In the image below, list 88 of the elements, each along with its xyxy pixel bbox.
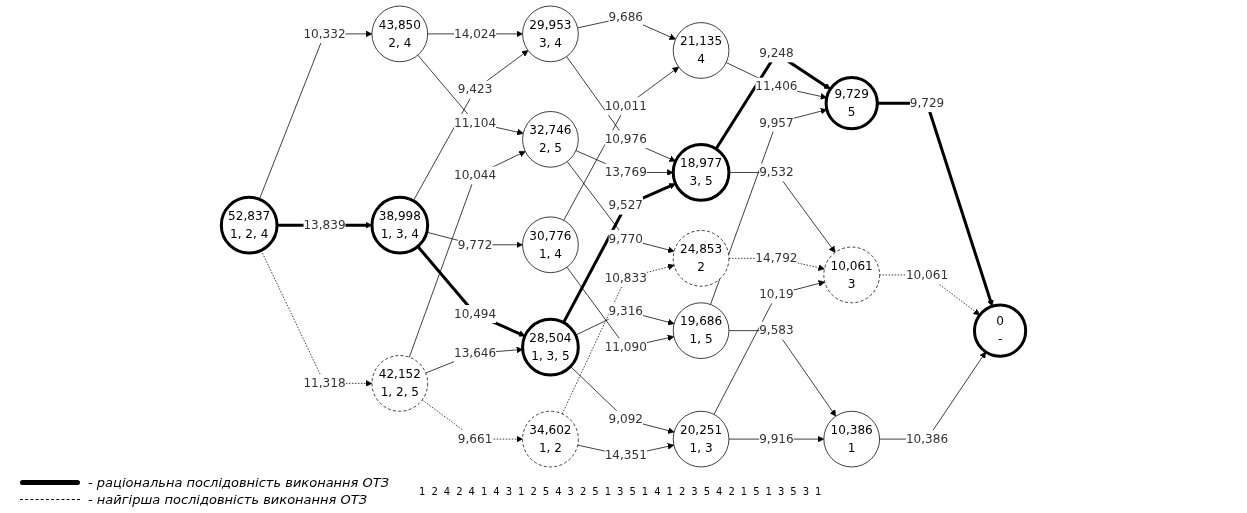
edge-label: 13,646 [454, 345, 497, 361]
edge-label: 9,583 [759, 323, 794, 338]
edge-label: 9,770 [608, 231, 644, 246]
node-circle: 10,386 1 [823, 410, 880, 468]
edge-number-label: 2 [530, 485, 537, 497]
arrow [416, 245, 526, 337]
node-circle: 32,746 2, 5 [522, 111, 579, 168]
edge-label: 9,316 [608, 303, 644, 318]
node-circle: 29,953 3, 4 [522, 5, 579, 63]
edge-label: 9,527 [608, 198, 644, 213]
edge-label: 9,957 [759, 115, 794, 130]
edge-label: 9,916 [759, 431, 794, 446]
arrow [562, 183, 676, 324]
edge-label: 9,686 [608, 9, 644, 25]
edge-label: 9,423 [457, 82, 493, 97]
edge-number-label: 1 [518, 485, 525, 497]
edge-number-label: 2 [728, 485, 735, 497]
edge-label: 9,729 [909, 95, 945, 110]
edge-label: 10,044 [454, 167, 497, 183]
edge-label: 10,976 [604, 131, 647, 147]
edge-number-label: 3 [505, 485, 513, 497]
edge-number-label: 5 [592, 485, 599, 497]
edge-number-label: 2 [456, 485, 463, 497]
edge-label: 14,024 [454, 26, 497, 41]
node-circle: 9,729 5 [824, 76, 879, 131]
edge-label: 10,332 [303, 26, 346, 41]
edge-number-label: 1 [641, 485, 649, 497]
edge-label: 11,406 [755, 79, 798, 94]
edge-label: 10,494 [454, 306, 497, 321]
node-circle: 34,602 1, 2 [522, 410, 579, 468]
edge-label: 9,661 [457, 431, 493, 446]
node-circle: 30,776 1, 4 [522, 216, 579, 274]
edge-number-label: 1 [765, 485, 772, 497]
edge-label: 9,248 [759, 45, 794, 61]
node-circle: 42,152 1, 2, 5 [371, 355, 429, 412]
edge-number-label: 2 [678, 485, 686, 497]
edge-label: 13,839 [303, 217, 346, 232]
edge-number-label: 3 [691, 485, 698, 497]
node-circle: 19,686 1, 5 [672, 302, 730, 359]
edge-number-label: 1 [666, 485, 673, 497]
node-circle: 18,977 3, 5 [671, 143, 731, 202]
node-circle: 20,251 1, 3 [672, 410, 730, 468]
edge-number-label: 1 [815, 485, 822, 497]
edge-label: 10,011 [604, 98, 647, 113]
edge-number-label: 2 [431, 485, 438, 497]
edge-number-label: 3 [777, 485, 785, 497]
edge-number-label: 5 [542, 485, 550, 497]
edge-number-label: 4 [555, 485, 562, 497]
edge-number-label: 3 [567, 485, 574, 497]
node-circle: 24,853 2 [672, 230, 730, 287]
edge-number-label: 5 [629, 485, 636, 497]
legend-text: - найгірша послідовність виконання ОТЗ [88, 492, 368, 507]
edge-number-label: 1 [604, 485, 612, 497]
edge-label: 10,19 [759, 286, 794, 302]
edge-number-label: 4 [443, 485, 451, 497]
edge-number-label: 2 [579, 485, 587, 497]
edge-number-label: 1 [419, 485, 426, 497]
node-circle: 10,061 3 [823, 246, 880, 304]
legend-text: - раціональна послідовність виконання ОТЗ [88, 475, 390, 490]
edge-number-label: 5 [753, 485, 760, 497]
node-circle: 21,135 4 [672, 22, 730, 79]
edge-number-label: 5 [790, 485, 797, 497]
edge-number-label: 1 [740, 485, 748, 497]
edge-number-label: 4 [654, 485, 661, 497]
node-circle: 0 - [972, 303, 1028, 358]
node-circle: 52,837 1, 2, 4 [219, 195, 279, 255]
edge-label: 11,090 [604, 339, 647, 355]
edge-label: 14,351 [604, 448, 647, 463]
edge-label: 10,833 [604, 270, 647, 285]
edge-label: 11,318 [303, 375, 346, 391]
edge-number-label: 3 [617, 485, 624, 497]
edge-label: 11,104 [454, 115, 497, 130]
node-circle: 38,998 1, 3, 4 [370, 195, 430, 255]
edge-label: 9,092 [608, 412, 644, 427]
edge-label: 9,532 [759, 164, 794, 180]
node-circle: 43,850 2, 4 [371, 5, 429, 63]
edge-label: 9,772 [457, 237, 493, 252]
edge-label: 14,792 [755, 250, 798, 266]
edge-number-label: 4 [493, 485, 500, 497]
node-circle: 28,504 1, 3, 5 [521, 317, 580, 377]
edge-label: 13,769 [604, 164, 647, 180]
edge-number-label: 1 [480, 485, 488, 497]
edge-number-label: 3 [802, 485, 810, 497]
edge-label: 10,061 [905, 267, 949, 282]
edge-number-label: 5 [703, 485, 711, 497]
edge-number-label: 4 [468, 485, 475, 497]
edge-label: 10,386 [905, 431, 949, 446]
edge-number-label: 4 [716, 485, 723, 497]
